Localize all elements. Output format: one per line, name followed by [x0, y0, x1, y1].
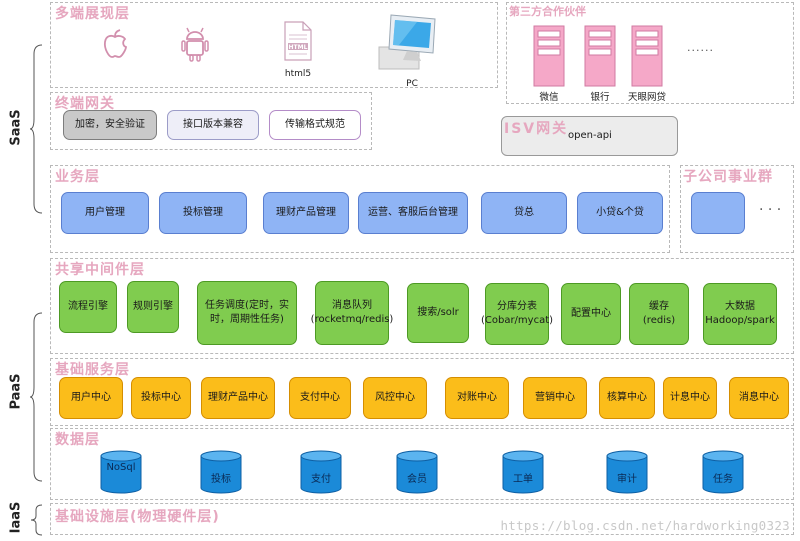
interest-center-box: 计息中心	[663, 377, 717, 419]
layer-title: 业务层	[55, 169, 100, 185]
data-store-label: 会员	[407, 474, 427, 485]
sharding-box: 分库分表(Cobar/mycat)	[481, 283, 553, 345]
iaas-brace	[30, 504, 43, 536]
search-solr-box: 搜索/solr	[407, 283, 469, 343]
iaas-label: IaaS	[8, 501, 24, 534]
config-center-box: 配置中心	[561, 283, 621, 345]
database-icon	[100, 450, 142, 494]
bid-center-box: 投标中心	[131, 377, 191, 419]
bigdata-box: 大数据Hadoop/spark	[703, 283, 777, 345]
layer-title: 子公司事业群	[683, 169, 773, 185]
member-store: 会员	[396, 450, 438, 494]
accounting-center-box: 核算中心	[599, 377, 655, 419]
base-services-layer: 基础服务层 用户中心 投标中心 理财产品中心 支付中心 风控中心 对账中心 营销…	[50, 358, 794, 426]
data-layer: 数据层	[50, 428, 794, 500]
html5-label: html5	[284, 69, 312, 79]
subsidiary-layer: 子公司事业群 · · ·	[680, 165, 794, 253]
partner-label: 微信	[539, 92, 559, 103]
user-center-box: 用户中心	[59, 377, 123, 419]
message-queue-box: 消息队列(rocketmq/redis)	[311, 281, 393, 345]
wealth-product-center-box: 理财产品中心	[201, 377, 275, 419]
third-party-layer: 第三方合作伙伴 微信 银行 天眼网贷 ......	[506, 2, 794, 104]
layer-title: 多端展现层	[55, 6, 130, 22]
data-store-label: 任务	[713, 474, 733, 485]
more-partners: ......	[687, 41, 714, 54]
paas-label: PaaS	[8, 373, 24, 410]
workflow-engine-box: 流程引擎	[59, 281, 117, 333]
ticket-store: 工单	[502, 450, 544, 494]
layer-title: 第三方合作伙伴	[509, 5, 586, 18]
nosql-store: NoSql	[100, 450, 142, 494]
open-api-label: open-api	[568, 130, 612, 141]
partner-label: 银行	[590, 92, 610, 103]
message-center-box: 消息中心	[729, 377, 789, 419]
marketing-center-box: 营销中心	[523, 377, 587, 419]
apple-icon	[103, 29, 127, 58]
data-store-label: 支付	[311, 474, 331, 485]
micro-personal-loan-box: 小贷&个贷	[577, 192, 663, 234]
loan-general-box: 贷总	[481, 192, 567, 234]
pc-icon	[378, 14, 436, 70]
server-icon	[584, 25, 616, 87]
terminal-gateway-layer: 终端网关 加密，安全验证 接口版本兼容 传输格式规范	[50, 92, 372, 150]
subsidiary-box	[691, 192, 745, 234]
android-icon	[181, 27, 209, 62]
database-icon	[702, 450, 744, 494]
partner-label: 天眼网贷	[627, 92, 666, 103]
watermark: https://blog.csdn.net/hardworking0323	[500, 518, 790, 533]
version-compat-box: 接口版本兼容	[167, 110, 259, 140]
layer-title: 基础服务层	[55, 362, 130, 378]
saas-brace	[30, 44, 43, 214]
database-icon	[606, 450, 648, 494]
pc-label: PC	[406, 79, 418, 89]
layer-title: 基础设施层(物理硬件层)	[55, 509, 220, 525]
rule-engine-box: 规则引擎	[127, 281, 179, 333]
payment-store: 支付	[300, 450, 342, 494]
payment-center-box: 支付中心	[289, 377, 351, 419]
reconciliation-center-box: 对账中心	[445, 377, 509, 419]
risk-center-box: 风控中心	[363, 377, 427, 419]
business-layer: 业务层 用户管理 投标管理 理财产品管理 运营、客服后台管理 贷总 小贷&个贷	[50, 165, 670, 253]
server-icon	[533, 25, 565, 87]
layer-title: 共享中间件层	[55, 262, 145, 278]
layer-title: 数据层	[55, 432, 100, 448]
ops-backend-management-box: 运营、客服后台管理	[358, 192, 468, 234]
paas-brace	[30, 312, 43, 482]
html-file-icon: HTML	[284, 21, 312, 61]
format-spec-box: 传输格式规范	[269, 110, 361, 140]
more-subsidiaries: · · ·	[759, 202, 782, 218]
isv-gateway-box: open-api	[501, 116, 678, 156]
data-store-label: NoSql	[106, 462, 136, 473]
data-store-label: 工单	[513, 474, 533, 485]
svg-text:HTML: HTML	[289, 44, 308, 51]
middleware-layer: 共享中间件层 流程引擎 规则引擎 任务调度(定时，实时，周期性任务) 消息队列(…	[50, 258, 794, 354]
task-scheduling-box: 任务调度(定时，实时，周期性任务)	[197, 281, 297, 345]
database-icon	[200, 450, 242, 494]
multi-terminal-layer: 多端展现层 HTML html5 PC	[50, 2, 498, 89]
database-icon	[300, 450, 342, 494]
infrastructure-layer: 基础设施层(物理硬件层)	[50, 503, 794, 535]
data-store-label: 审计	[617, 474, 637, 485]
isv-gateway-title: ISV网关	[504, 121, 569, 137]
data-store-label: 投标	[211, 474, 231, 485]
task-store: 任务	[702, 450, 744, 494]
bid-store: 投标	[200, 450, 242, 494]
database-icon	[502, 450, 544, 494]
server-icon	[631, 25, 663, 87]
bid-management-box: 投标管理	[159, 192, 247, 234]
cache-redis-box: 缓存(redis)	[629, 283, 689, 345]
user-management-box: 用户管理	[61, 192, 149, 234]
wealth-product-management-box: 理财产品管理	[263, 192, 349, 234]
layer-title: 终端网关	[55, 96, 115, 112]
saas-label: SaaS	[8, 109, 24, 146]
audit-store: 审计	[606, 450, 648, 494]
security-gateway-box: 加密，安全验证	[63, 110, 157, 140]
database-icon	[396, 450, 438, 494]
